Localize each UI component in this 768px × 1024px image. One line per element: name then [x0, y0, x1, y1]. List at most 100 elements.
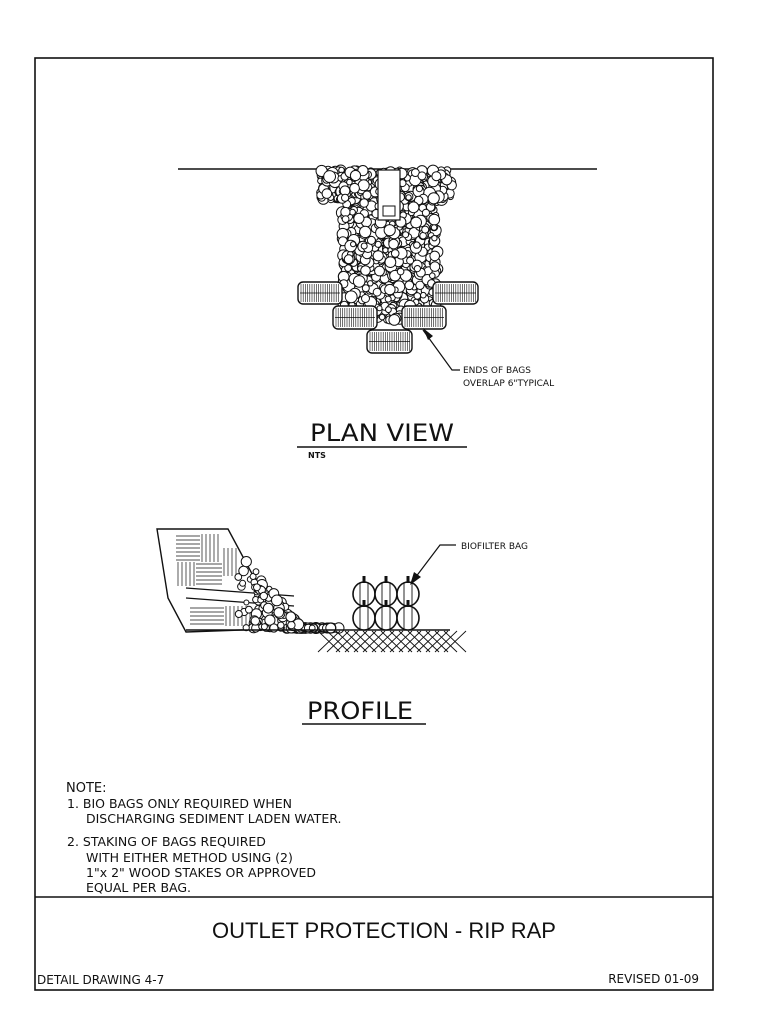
notes-block: NOTE: 1. BIO BAGS ONLY REQUIRED WHEN DIS…: [66, 781, 341, 895]
ground-hatch-line: [317, 630, 341, 653]
ground-hatch-line: [362, 630, 386, 653]
biofilter-callout-arrowhead: [410, 572, 421, 585]
bags-callout-text-line1: ENDS OF BAGS: [463, 366, 531, 376]
rip-rap-stone: [361, 294, 370, 303]
stacked-bag: [352, 600, 376, 631]
rip-rap-stone: [346, 178, 353, 186]
rip-rap-stone: [249, 573, 257, 580]
rip-rap-stone: [388, 314, 401, 326]
rip-rap-stone: [259, 591, 268, 601]
biofilter-callout-leader: [411, 544, 456, 583]
rip-rap-stone: [385, 306, 392, 314]
rip-rap-stone: [240, 556, 252, 568]
bag-stake: [384, 600, 388, 607]
biofilter-bag: [297, 281, 343, 305]
rip-rap-stone: [384, 256, 397, 269]
rip-rap-stone: [374, 265, 385, 277]
biofilter-bags-profile: [352, 576, 420, 631]
rip-rap-stone: [360, 242, 368, 250]
bag-body: [396, 605, 420, 631]
rip-rap-stone: [245, 605, 253, 614]
rip-rap-stone: [343, 254, 354, 265]
rip-rap-stone: [413, 265, 421, 273]
plan-view-drawing: [178, 164, 597, 371]
biofilter-callout-text: BIOFILTER BAG: [461, 542, 528, 552]
rip-rap-stone: [341, 193, 350, 202]
bag-body: [374, 605, 398, 631]
ground-hatch-line: [416, 630, 440, 653]
bag-stake: [362, 576, 366, 583]
rip-rap-stone: [344, 264, 353, 273]
rip-rap-stone: [323, 170, 337, 183]
rip-rap-stone: [269, 623, 279, 633]
rip-rap-stone: [253, 583, 261, 592]
rip-rap-stone: [234, 573, 243, 581]
rip-rap-stone: [357, 179, 370, 192]
embankment-hatch: [176, 534, 251, 626]
biofilter-bag: [332, 305, 378, 330]
rip-rap-stone: [382, 247, 389, 254]
rip-rap-stone: [390, 249, 400, 258]
bag-body: [352, 605, 376, 631]
ground-hatch-line: [389, 630, 413, 653]
ground-hatch-line: [407, 630, 431, 653]
rip-rap-stone: [428, 213, 441, 226]
ground-hatch-line: [425, 630, 449, 653]
ground-hatch: [317, 630, 467, 653]
biofilter-bag: [366, 329, 413, 354]
rip-rap-stone: [321, 188, 333, 199]
note-1-line-2: DISCHARGING SEDIMENT LADEN WATER.: [86, 811, 341, 826]
rip-rap-stone: [404, 280, 415, 291]
rip-rap-stone: [362, 190, 372, 200]
bag-stake: [406, 576, 410, 583]
outlet-opening: [382, 205, 396, 217]
profile-title: PROFILE: [307, 697, 413, 725]
biofilter-bag: [401, 305, 447, 330]
bags-callout-leader: [422, 329, 460, 371]
note-2-line-1: 2. STAKING OF BAGS REQUIRED: [67, 834, 266, 849]
rip-rap-stone: [431, 171, 442, 182]
rip-rap-stone: [359, 225, 372, 239]
ground-hatch-line: [371, 630, 395, 653]
rip-rap-stone: [264, 614, 276, 626]
rip-rap-stone: [277, 621, 285, 629]
revision-date: REVISED 01-09: [608, 972, 699, 986]
rip-rap-stone: [402, 231, 410, 239]
rip-rap-stone: [262, 602, 274, 614]
note-1-line-1: 1. BIO BAGS ONLY REQUIRED WHEN: [67, 796, 292, 811]
rip-rap-stone: [396, 267, 405, 276]
rip-rap-stone: [421, 225, 430, 234]
bag-stake: [362, 600, 366, 607]
rip-rap-stone: [260, 623, 268, 631]
rip-rap-stone: [341, 215, 350, 224]
rip-rap-stone: [384, 295, 392, 303]
rip-rap-stone: [407, 201, 420, 214]
rip-rap-stone: [271, 594, 283, 607]
ground-hatch-line: [335, 630, 359, 653]
ground-hatch-line: [398, 630, 422, 653]
plan-view-title: PLAN VIEW: [310, 419, 454, 447]
profile-drawing: [156, 528, 467, 653]
rip-rap-stone: [421, 208, 430, 217]
ground-hatch-line: [344, 630, 368, 653]
ground-hatch-line: [380, 630, 404, 653]
rip-rap-stone: [353, 212, 365, 224]
rip-rap-stone: [361, 284, 370, 293]
rip-rap-stone: [285, 611, 297, 623]
rip-rap-stone: [252, 568, 260, 576]
rip-rap-stone: [405, 194, 412, 201]
ground-hatch-line: [434, 630, 458, 653]
biofilter-bag: [432, 281, 479, 305]
rip-rap-stone: [429, 272, 436, 280]
note-2-line-4: EQUAL PER BAG.: [86, 880, 191, 895]
rip-rap-stone: [366, 235, 376, 245]
rip-rap-stone: [367, 280, 374, 287]
notes-heading: NOTE:: [66, 781, 107, 796]
bags-callout-text-line2: OVERLAP 6"TYPICAL: [463, 379, 554, 389]
rip-rap-stone: [384, 283, 396, 296]
biofilter-bags-plan: [297, 281, 479, 354]
rip-rap-stone: [383, 224, 396, 237]
note-2-line-3: 1"x 2" WOOD STAKES OR APPROVED: [86, 865, 316, 880]
rip-rap-stone: [378, 313, 386, 321]
bag-stake: [384, 576, 388, 583]
